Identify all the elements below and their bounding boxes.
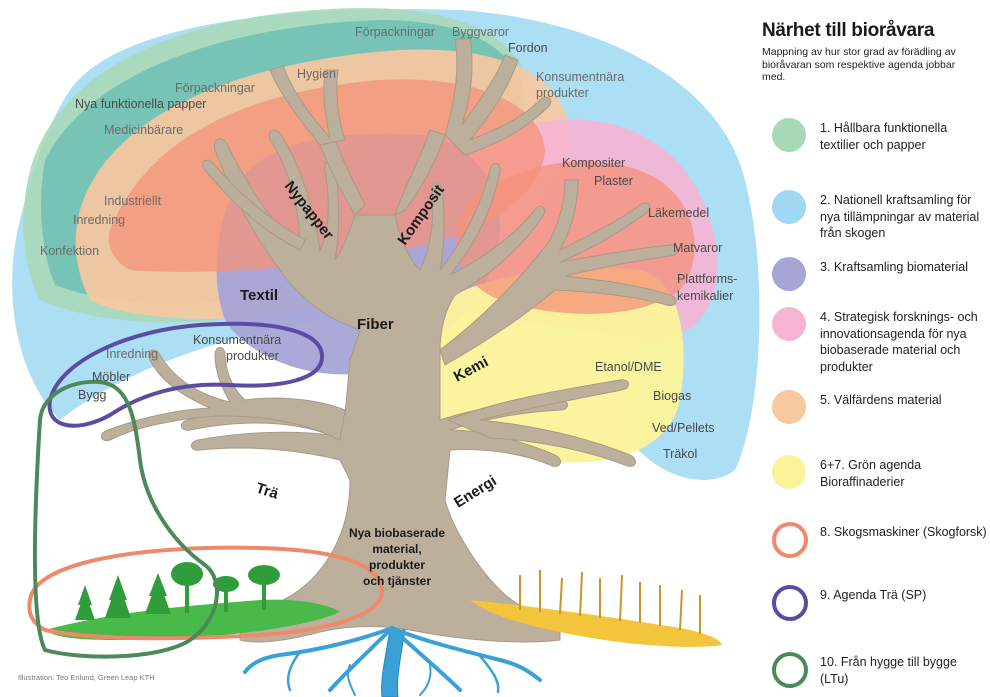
legend-swatch — [772, 307, 806, 341]
legend-swatch — [772, 522, 808, 558]
label-kompositer: Kompositer — [562, 156, 625, 170]
label-industriellt: Industriellt — [104, 194, 161, 208]
label-plattforms: Plattforms- — [677, 272, 737, 286]
legend-swatch — [772, 652, 808, 688]
tree-roots — [243, 626, 542, 696]
label-kemikalier: kemikalier — [677, 289, 733, 303]
legend-item-label: 6+7. Grön agenda Bioraffinaderier — [820, 458, 922, 489]
label-forpackningar-top: Förpackningar — [355, 25, 435, 39]
legend-item-label: 5. Välfärdens material — [820, 393, 942, 407]
label-biogas: Biogas — [653, 389, 691, 403]
agenda-ring-9-agenda-tra — [47, 321, 324, 428]
legend-swatch — [772, 390, 806, 424]
forest-ground — [45, 562, 340, 640]
legend-item-label: 10. Från hygge till bygge (LTu) — [820, 655, 957, 686]
grain-field — [470, 570, 722, 647]
trunk-text-line-2: material, — [372, 542, 421, 556]
label-etanol: Etanol/DME — [595, 360, 662, 374]
label-inredning-mid: Inredning — [106, 347, 158, 361]
legend-item-label: 9. Agenda Trä (SP) — [820, 588, 927, 602]
branch-labels: Förpackningar Byggvaror Fordon Konsument… — [40, 25, 737, 461]
legend-item-label: 4. Strategisk forsknings- och innovation… — [820, 310, 978, 374]
label-lakemedel: Läkemedel — [648, 206, 709, 220]
label-matvaror: Matvaror — [673, 241, 722, 255]
tree — [101, 37, 679, 697]
agenda-ring-10-hygge-bygge — [33, 379, 219, 659]
legend-item-label: 3. Kraftsamling biomaterial — [820, 260, 968, 274]
label-ved-pellets: Ved/Pellets — [652, 421, 715, 435]
legend-swatch — [772, 118, 806, 152]
label-konsumentnara-top: Konsumentnära — [536, 70, 624, 84]
trunk-text-line-1: Nya biobaserade — [349, 526, 445, 540]
trunk-text-line-4: och tjänster — [363, 574, 431, 588]
label-produkter-mid: produkter — [226, 349, 279, 363]
area-label-textil: Textil — [240, 287, 278, 304]
legend: Närhet till bioråvara Mappning av hur st… — [762, 20, 990, 84]
trunk-text: Nya biobaserade material, produkter och … — [349, 526, 445, 588]
label-inredning-left: Inredning — [73, 213, 125, 227]
label-medicinbarare: Medicinbärare — [104, 123, 183, 137]
legend-swatch — [772, 190, 806, 224]
legend-swatch — [772, 585, 808, 621]
illustration-credit: Illustration: Teo Enlund, Green Leap KTH — [18, 673, 155, 682]
label-konfektion: Konfektion — [40, 244, 99, 258]
label-konsumentnara-mid: Konsumentnära — [193, 333, 281, 347]
bioraw-tree-diagram: Förpackningar Byggvaror Fordon Konsument… — [12, 8, 760, 697]
label-produkter-top: produkter — [536, 86, 589, 100]
label-plaster: Plaster — [594, 174, 633, 188]
trunk-text-line-3: produkter — [369, 558, 425, 572]
legend-item-label: 8. Skogsmaskiner (Skogforsk) — [820, 525, 987, 539]
agenda-ring-8-skogsmaskiner — [27, 545, 384, 641]
label-fordon: Fordon — [508, 41, 548, 55]
label-bygg: Bygg — [78, 388, 107, 402]
area-label-tra: Trä — [254, 480, 281, 503]
legend-item-label: 2. Nationell kraftsamling för nya tilläm… — [820, 193, 980, 240]
label-trakol: Träkol — [663, 447, 697, 461]
legend-swatch — [772, 257, 806, 291]
legend-item-label: 1. Hållbara funktionella textilier och p… — [820, 121, 948, 152]
legend-subtitle: Mappning av hur stor grad av förädling a… — [762, 46, 956, 83]
label-forpackningar-left: Förpackningar — [175, 81, 255, 95]
legend-swatch — [772, 455, 806, 489]
label-nya-funktionella: Nya funktionella papper — [75, 97, 206, 111]
label-mobler: Möbler — [92, 370, 130, 384]
area-label-fiber: Fiber — [357, 316, 394, 333]
legend-title: Närhet till bioråvara — [762, 20, 935, 41]
label-byggvaror: Byggvaror — [452, 25, 509, 39]
area-label-energi: Energi — [451, 472, 500, 511]
label-hygien: Hygien — [297, 67, 336, 81]
